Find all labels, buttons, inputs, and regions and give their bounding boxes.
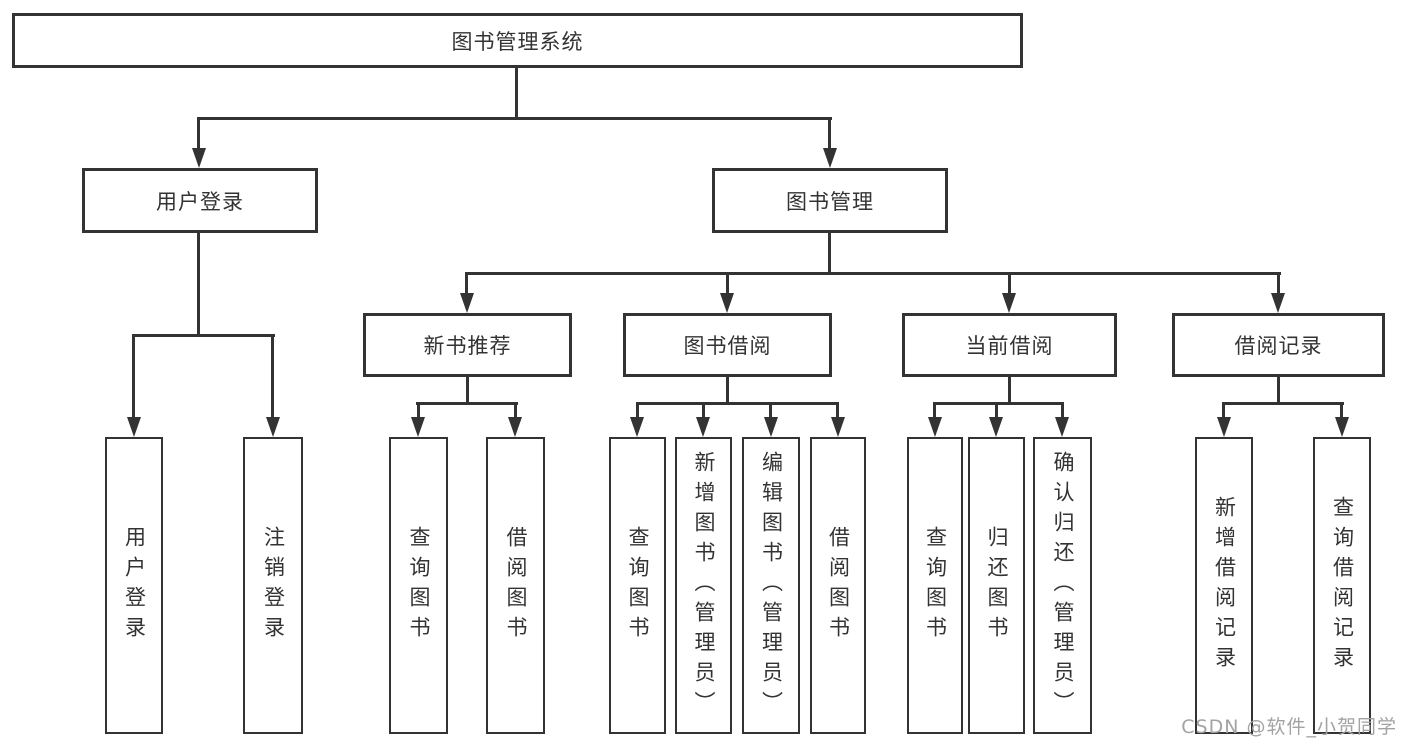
arrow-down-icon — [831, 417, 845, 437]
arrow-down-icon — [1217, 417, 1231, 437]
connector-line — [1222, 402, 1225, 420]
arrow-down-icon — [460, 293, 474, 313]
node-label: 借阅记录 — [1234, 334, 1323, 358]
arrow-down-icon — [508, 417, 522, 437]
connector-line — [197, 117, 200, 151]
node-new-book-recommend: 新书推荐 — [363, 313, 572, 377]
arrow-down-icon — [764, 417, 778, 437]
leaf-label: 查询图书 — [407, 525, 431, 646]
connector-line — [514, 402, 517, 420]
leaf-return-book: 归还图书 — [968, 437, 1025, 734]
connector-line — [1061, 402, 1064, 420]
arrow-down-icon — [1002, 293, 1016, 313]
leaf-confirm-return-admin: 确认归还（管理员） — [1033, 437, 1092, 734]
connector-line — [466, 377, 469, 405]
connector-line — [836, 402, 839, 420]
arrow-down-icon — [696, 417, 710, 437]
arrow-down-icon — [266, 417, 280, 437]
connector-line — [1222, 402, 1344, 405]
leaf-label: 借阅图书 — [826, 525, 851, 646]
connector-line — [769, 402, 772, 420]
connector-line — [1008, 272, 1011, 296]
node-root: 图书管理系统 — [12, 13, 1023, 68]
connector-line — [1008, 377, 1011, 405]
leaf-label: 用户登录 — [122, 525, 147, 646]
leaf-label: 查询图书 — [626, 525, 650, 646]
connector-line — [828, 233, 831, 275]
leaf-label: 确认归还（管理员） — [1051, 450, 1075, 721]
node-current-borrow: 当前借阅 — [902, 313, 1117, 377]
node-label: 新书推荐 — [423, 334, 512, 358]
connector-line — [828, 117, 831, 151]
leaf-current-query-book: 查询图书 — [907, 437, 963, 734]
connector-line — [465, 272, 1281, 275]
arrow-down-icon — [823, 148, 837, 168]
node-book-management: 图书管理 — [712, 168, 948, 233]
arrow-down-icon — [411, 417, 425, 437]
arrow-down-icon — [928, 417, 942, 437]
leaf-add-book-admin: 新增图书（管理员） — [675, 437, 732, 734]
node-label: 当前借阅 — [965, 334, 1054, 358]
node-label: 用户登录 — [156, 189, 244, 214]
connector-line — [465, 272, 468, 296]
leaf-recommend-borrow-book: 借阅图书 — [486, 437, 545, 734]
leaf-label: 借阅图书 — [504, 525, 528, 646]
arrow-down-icon — [192, 148, 206, 168]
leaf-recommend-query-book: 查询图书 — [389, 437, 448, 734]
connector-line — [197, 117, 832, 120]
arrow-down-icon — [1055, 417, 1069, 437]
leaf-label: 新增借阅记录 — [1212, 495, 1237, 676]
leaf-label: 归还图书 — [985, 525, 1009, 646]
connector-line — [636, 402, 839, 405]
leaf-query-borrow-record: 查询借阅记录 — [1313, 437, 1371, 734]
node-user-login: 用户登录 — [82, 168, 318, 233]
arrow-down-icon — [630, 417, 644, 437]
csdn-watermark: CSDN @软件_小贺同学 — [1181, 716, 1397, 738]
leaf-borrow-query-book: 查询图书 — [609, 437, 666, 734]
connector-line — [1340, 402, 1343, 420]
connector-line — [132, 334, 275, 337]
connector-line — [271, 334, 274, 417]
arrow-down-icon — [1271, 293, 1285, 313]
arrow-down-icon — [1335, 417, 1349, 437]
leaf-borrow-book: 借阅图书 — [810, 437, 866, 734]
leaf-label: 编辑图书（管理员） — [759, 450, 784, 721]
leaf-label: 查询借阅记录 — [1330, 495, 1355, 676]
connector-line — [1277, 272, 1280, 296]
connector-line — [995, 402, 998, 420]
connector-line — [1277, 377, 1280, 405]
connector-line — [933, 402, 936, 420]
leaf-label: 查询图书 — [923, 525, 948, 646]
arrow-down-icon — [989, 417, 1003, 437]
node-label: 图书借阅 — [683, 334, 772, 358]
connector-line — [417, 402, 420, 420]
leaf-user-login: 用户登录 — [105, 437, 163, 734]
connector-line — [416, 402, 518, 405]
connector-line — [197, 233, 200, 337]
node-borrow-record: 借阅记录 — [1172, 313, 1385, 377]
connector-line — [515, 68, 518, 119]
node-label: 图书管理系统 — [451, 29, 584, 54]
connector-line — [933, 402, 1064, 405]
leaf-label: 注销登录 — [261, 525, 286, 646]
connector-line — [636, 402, 639, 420]
leaf-label: 新增图书（管理员） — [692, 450, 716, 721]
connector-line — [132, 334, 135, 417]
connector-line — [726, 377, 729, 405]
leaf-logout: 注销登录 — [243, 437, 303, 734]
arrow-down-icon — [720, 293, 734, 313]
arrow-down-icon — [127, 417, 141, 437]
node-label: 图书管理 — [786, 189, 874, 214]
node-book-borrow: 图书借阅 — [623, 313, 832, 377]
connector-line — [702, 402, 705, 420]
leaf-edit-book-admin: 编辑图书（管理员） — [742, 437, 800, 734]
leaf-add-borrow-record: 新增借阅记录 — [1195, 437, 1253, 734]
connector-line — [726, 272, 729, 296]
